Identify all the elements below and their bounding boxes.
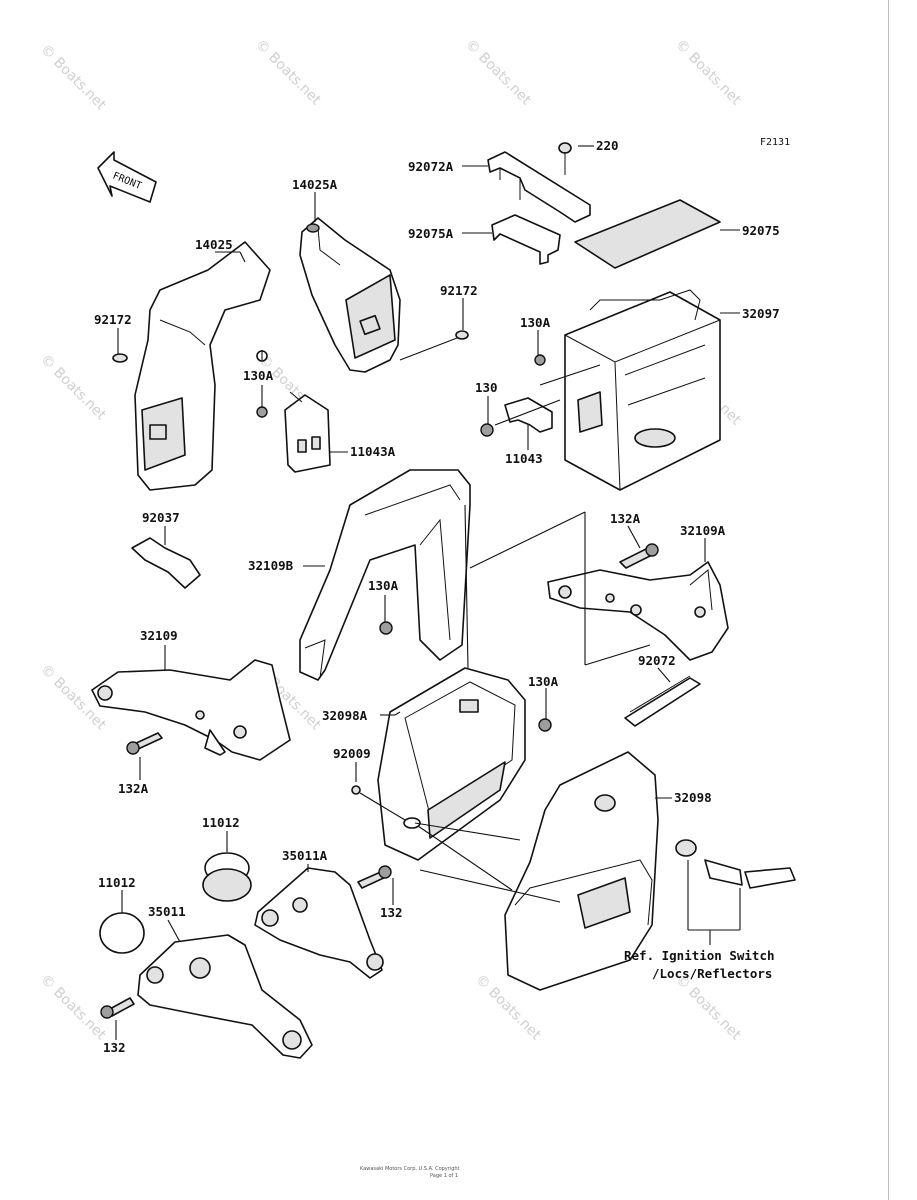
part-32109-bracket [91, 659, 291, 761]
label-11012-left: 11012 [98, 875, 136, 890]
label-92037: 92037 [142, 510, 180, 525]
watermark-text: © Boats.net [37, 972, 109, 1044]
part-92172-screw-left [112, 353, 128, 363]
part-11012-cap-left [99, 912, 145, 954]
part-35011-footrest-bracket [137, 934, 313, 1059]
label-32098A: 32098A [322, 708, 368, 723]
part-130A-bolt-mid [379, 621, 393, 635]
part-32097-battery-case [564, 289, 721, 491]
part-130-bolt [480, 423, 494, 437]
part-ignition-lock-and-keys [675, 839, 796, 889]
footer-copyright: Kawasaki Motors Corp. U.S.A. Copyright [360, 1166, 460, 1172]
page-edge-line [888, 0, 889, 1200]
ref-note-line-2: /Locs/Reflectors [652, 966, 772, 981]
part-92009-screw [351, 785, 421, 829]
watermark-text: © Boats.net [462, 37, 534, 109]
part-32109A-bracket [547, 561, 729, 661]
label-132A-top: 132A [610, 511, 641, 526]
label-32109A: 32109A [680, 523, 726, 538]
label-92172-left: 92172 [94, 312, 132, 327]
part-92072-strap [624, 675, 701, 727]
label-32097: 32097 [742, 306, 780, 321]
label-130A-left: 130A [243, 368, 274, 383]
part-32109B-frame [299, 469, 471, 681]
label-92172-right: 92172 [440, 283, 478, 298]
label-130A-right: 130A [528, 674, 559, 689]
label-11043A: 11043A [350, 444, 396, 459]
watermark-text: © Boats.net [37, 352, 109, 424]
part-132A-bolt-top [619, 543, 659, 569]
watermark-text: © Boats.net [672, 972, 744, 1044]
label-32109: 32109 [140, 628, 178, 643]
label-130A-mid: 130A [368, 578, 399, 593]
label-11012-top: 11012 [202, 815, 240, 830]
part-92172-screw-right [399, 330, 469, 361]
watermark-text: © Boats.net [672, 37, 744, 109]
part-14025A-side-cover [299, 217, 401, 373]
part-14025-side-cover [134, 241, 271, 491]
arrow-outline-icon [97, 151, 157, 203]
part-130A-bolt-right [538, 718, 552, 732]
watermark-text: © Boats.net [252, 37, 324, 109]
label-14025A: 14025A [292, 177, 338, 192]
part-labels: 220 92072A 92075A 92075 14025A 14025 921… [94, 138, 780, 1055]
label-32098: 32098 [674, 790, 712, 805]
label-35011A: 35011A [282, 848, 328, 863]
label-132-right: 132 [380, 905, 403, 920]
label-35011: 35011 [148, 904, 186, 919]
front-direction-arrow: FRONT [97, 151, 157, 203]
label-92009: 92009 [333, 746, 371, 761]
label-132-bottom: 132 [103, 1040, 126, 1055]
figure-code: F2131 [760, 137, 790, 148]
part-132-bolt-right [357, 865, 392, 889]
part-11043A-bracket [284, 391, 331, 473]
ref-note-line-1: Ref. Ignition Switch [624, 948, 775, 963]
part-92075-rubber-pad [574, 199, 721, 269]
part-35011A-footrest-bracket [254, 867, 384, 979]
label-92072: 92072 [638, 653, 676, 668]
label-32109B: 32109B [248, 558, 294, 573]
part-92072A-battery-band [487, 151, 591, 223]
watermark-text: © Boats.net [37, 42, 109, 114]
leader-lines [115, 145, 741, 1040]
part-92075A-bracket [491, 214, 561, 265]
part-11012-grommet-top [202, 852, 252, 902]
label-92075: 92075 [742, 223, 780, 238]
part-92037-clamp [131, 537, 201, 589]
label-130A-top: 130A [520, 315, 551, 330]
label-220: 220 [596, 138, 619, 153]
label-11043: 11043 [505, 451, 543, 466]
part-220-screw [558, 142, 572, 175]
part-32098-lid [504, 751, 659, 991]
part-32098A-cover [377, 667, 526, 861]
label-92075A: 92075A [408, 226, 454, 241]
label-130: 130 [475, 380, 498, 395]
label-14025: 14025 [195, 237, 233, 252]
footer-page: Page 1 of 1 [430, 1173, 458, 1179]
part-11043-bracket [504, 397, 553, 433]
label-92072A: 92072A [408, 159, 454, 174]
label-132A-bottom: 132A [118, 781, 149, 796]
part-130A-bolt-top [534, 354, 546, 366]
part-132-bolt-bottom [100, 997, 135, 1019]
part-132A-bolt-bottom [126, 732, 163, 755]
